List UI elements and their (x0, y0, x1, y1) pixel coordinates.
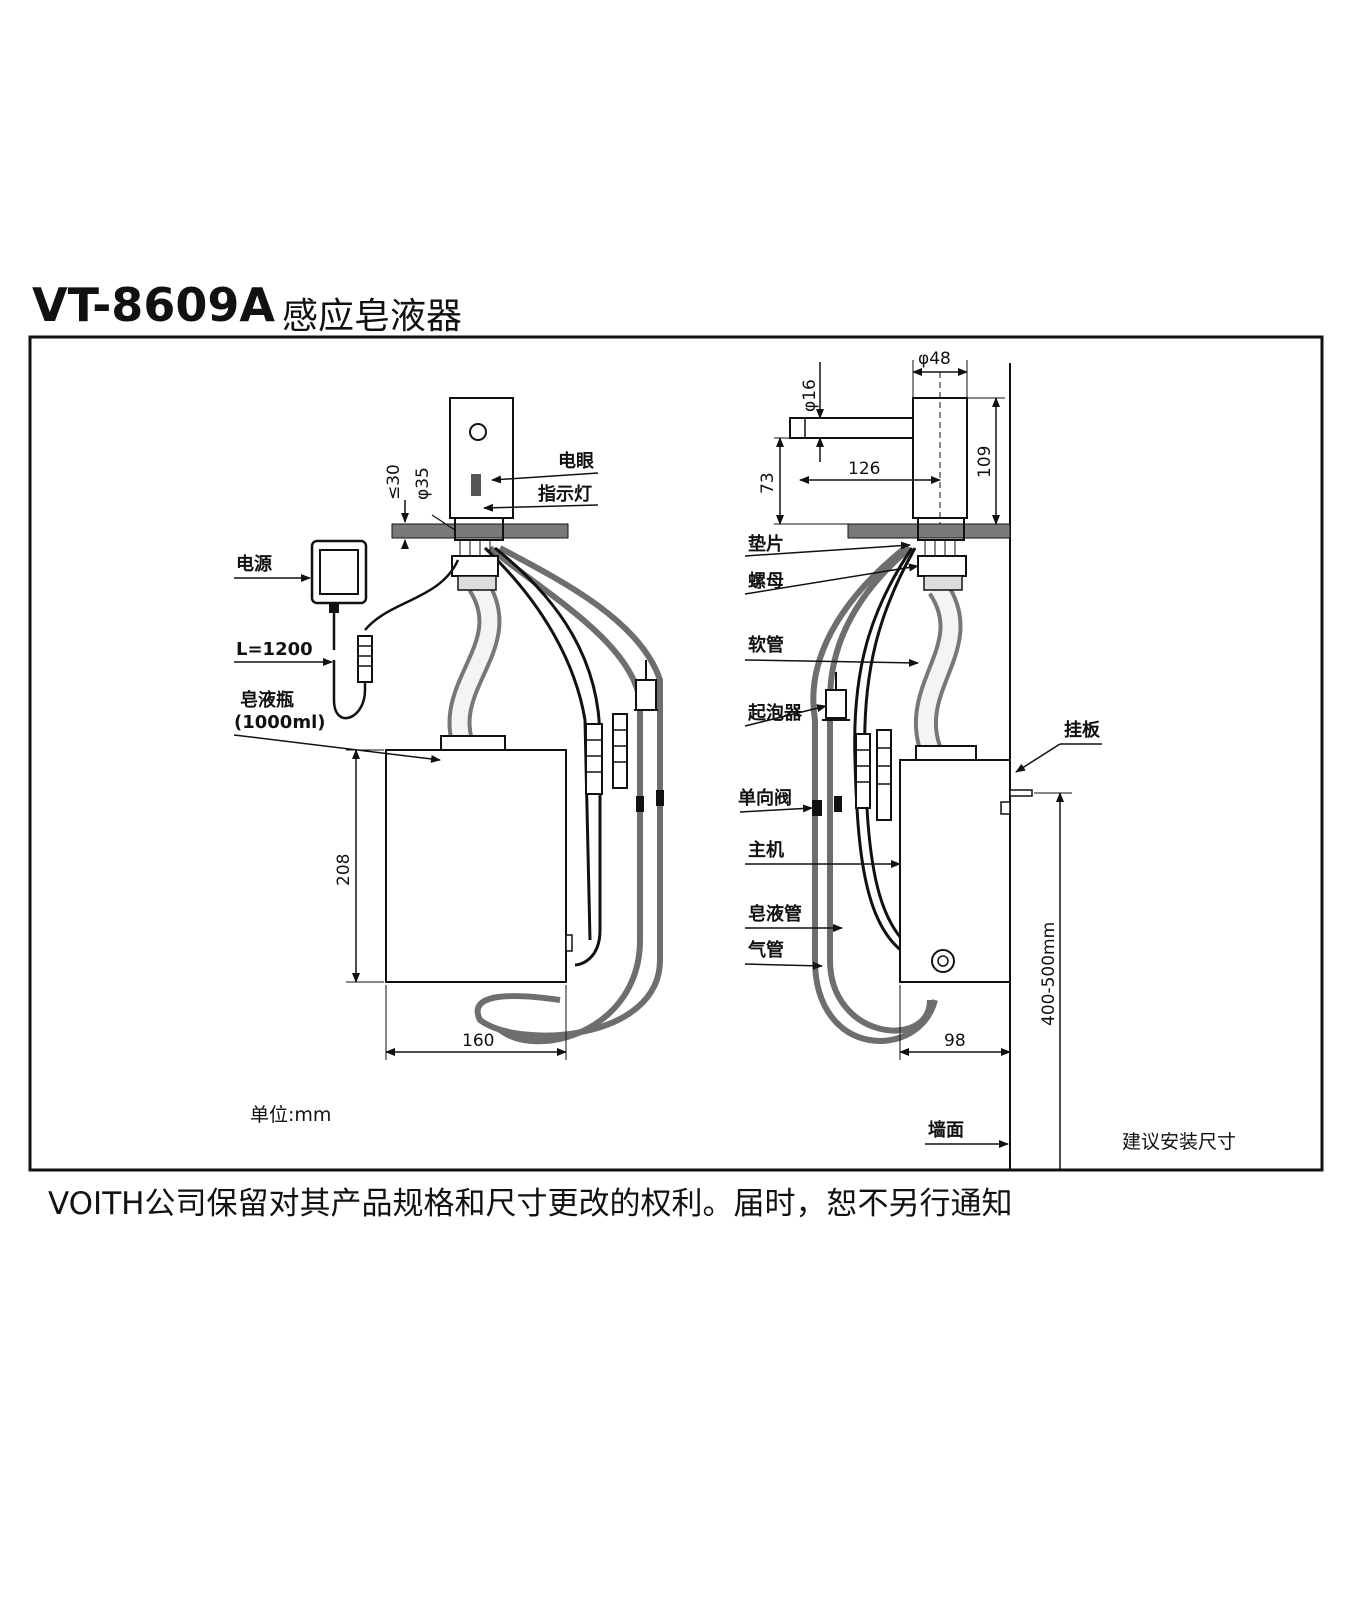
dim-spout-dia: φ16 (800, 379, 820, 412)
deck-plate (391, 523, 569, 539)
label-wall: 墙面 (928, 1119, 964, 1141)
label-wall-plate: 挂板 (1064, 719, 1101, 741)
label-foamer: 起泡器 (747, 702, 803, 724)
soap-bottle (385, 749, 567, 983)
dim-depth: 98 (944, 1031, 966, 1051)
label-gasket: 垫片 (748, 533, 784, 555)
indicator-window (471, 474, 481, 496)
label-bottle: 皂液瓶 (240, 689, 294, 711)
dim-mount-height: 400-500mm (1039, 922, 1059, 1026)
label-hose: 软管 (748, 634, 784, 656)
label-main-unit: 主机 (748, 839, 784, 861)
footer-note: VOITH公司保留对其产品规格和尺寸更改的权利。届时，恕不另行通知 (48, 1186, 1013, 1222)
label-soap-tube: 皂液管 (748, 903, 802, 925)
dim-body-dia: φ48 (918, 349, 951, 369)
dim-hole: φ35 (413, 467, 433, 500)
label-nut: 螺母 (748, 571, 784, 592)
model-title: VT-8609A (32, 278, 275, 332)
label-air-tube: 气管 (747, 939, 784, 961)
dim-width: 160 (462, 1031, 494, 1051)
label-indicator: 指示灯 (538, 483, 592, 505)
unit-note: 单位:mm (250, 1104, 331, 1126)
dim-spout-height: 73 (758, 472, 778, 494)
sensor-head (449, 397, 514, 519)
product-name: 感应皂液器 (282, 296, 463, 337)
dim-height: 208 (334, 854, 354, 886)
spout (789, 417, 914, 439)
dim-reach: 126 (848, 459, 880, 479)
label-check-valve: 单向阀 (738, 787, 792, 809)
right-view: φ48 φ16 73 126 109 98 400-500mm 垫片 螺母 软管… (738, 349, 1236, 1170)
label-power: 电源 (236, 553, 272, 575)
wall-plate (1009, 789, 1033, 797)
left-view: ≤30 φ35 208 160 电眼 指示灯 电源 L=1200 皂液瓶 (10… (233, 397, 664, 1126)
dim-max-thickness: ≤30 (384, 464, 404, 500)
dim-total-height: 109 (975, 446, 995, 478)
deck-plate-side (847, 523, 1011, 539)
drawing-frame (28, 335, 1324, 1172)
label-sensor: 电眼 (558, 450, 594, 472)
label-cable: L=1200 (236, 639, 313, 660)
label-recommended: 建议安装尺寸 (1122, 1131, 1236, 1153)
main-unit (899, 759, 1011, 983)
foamer (635, 679, 657, 711)
sensor-eye-icon (469, 423, 487, 441)
label-bottle-capacity: (1000ml) (234, 712, 325, 733)
